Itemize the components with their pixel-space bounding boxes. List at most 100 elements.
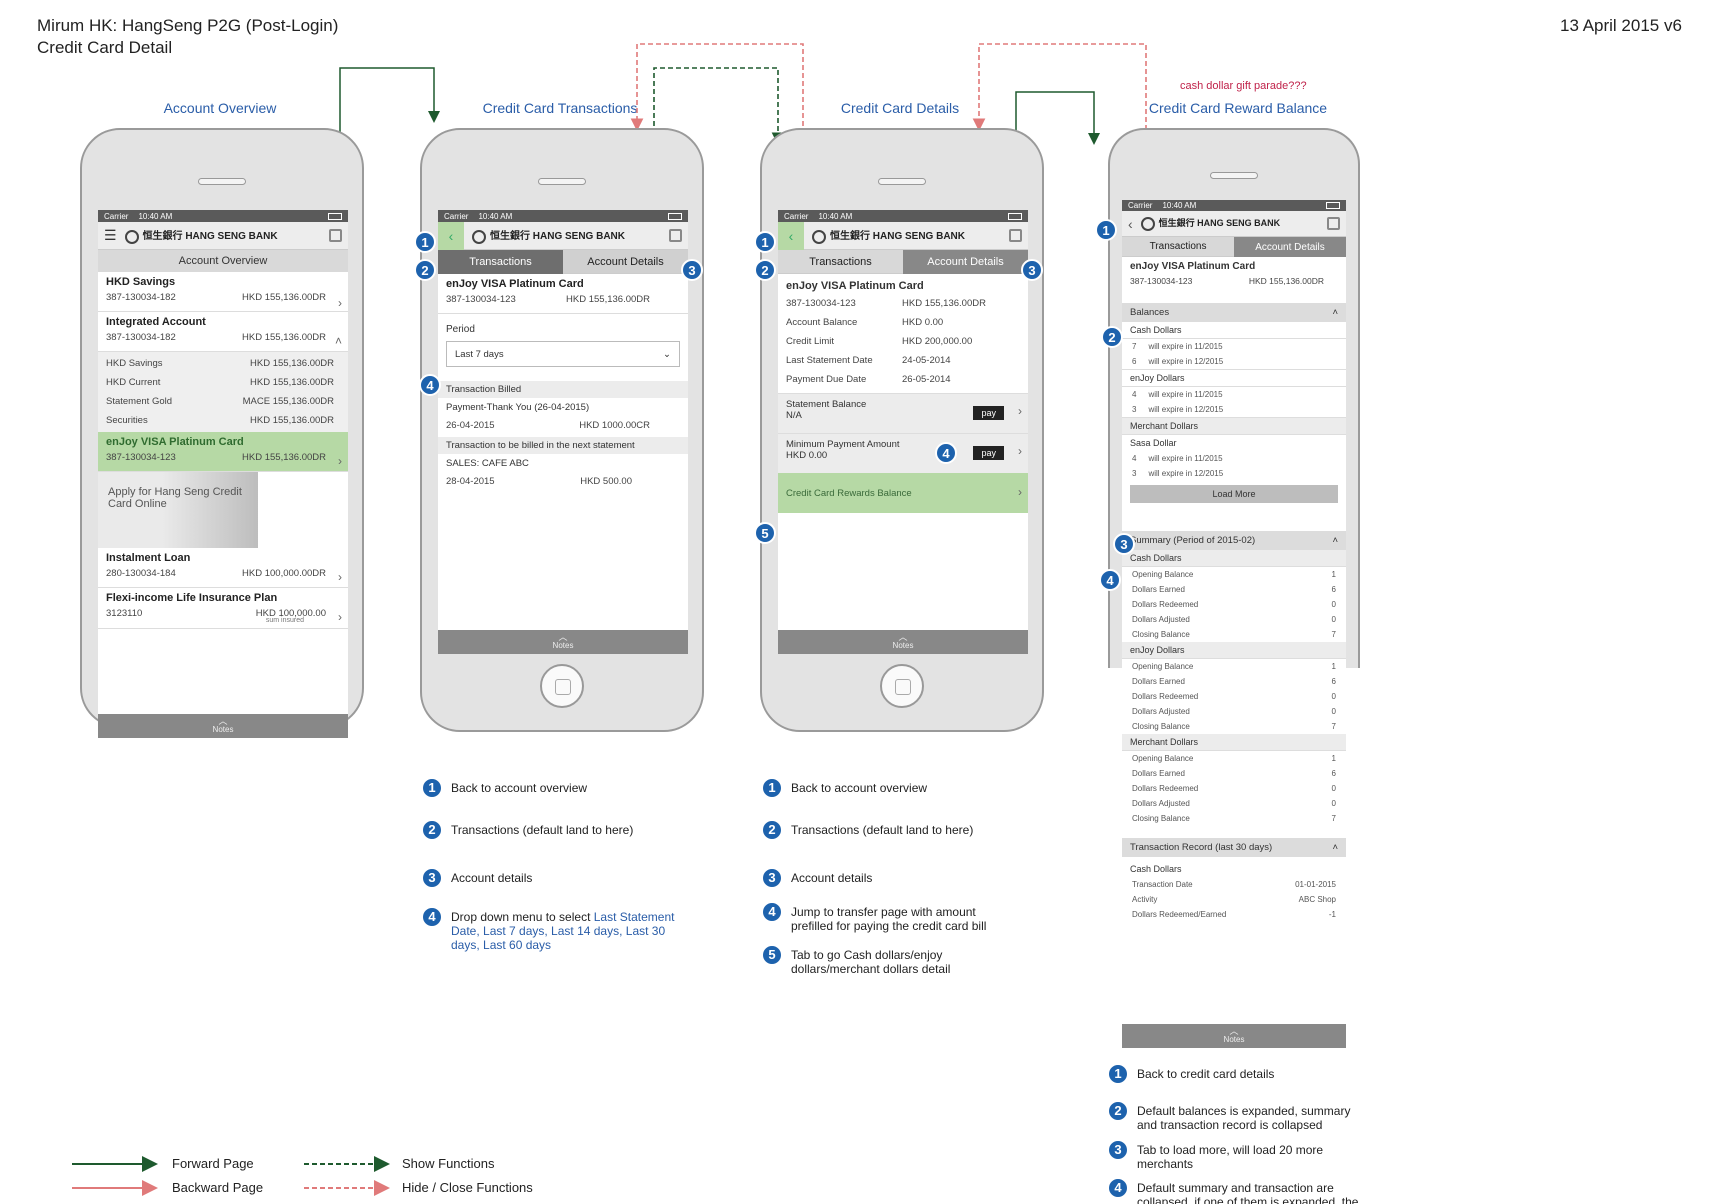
bank-name: 恒生銀行 HANG SENG BANK (490, 231, 626, 243)
detail-value: HKD 0.00 (902, 317, 944, 328)
summary-value: 0 (1331, 692, 1336, 701)
card-name: enJoy VISA Platinum Card (786, 280, 924, 292)
card-name: enJoy VISA Platinum Card (106, 436, 244, 448)
detail-label: Credit Limit (786, 336, 835, 347)
annotation-badge: 2 (421, 819, 443, 841)
pay-button[interactable]: pay (973, 406, 1004, 420)
pay-button[interactable]: pay (973, 446, 1004, 460)
carrier-label: Carrier (1128, 201, 1153, 210)
callout-badge: 4 (419, 374, 441, 396)
back-icon[interactable]: ‹ (1128, 215, 1133, 232)
billed-transaction: Payment-Thank You (26-04-2015)26-04-2015… (438, 398, 688, 437)
balance-group-name: Cash Dollars (1122, 322, 1346, 339)
tab-account-details[interactable]: Account Details (563, 250, 688, 274)
record-group-name: Cash Dollars (1130, 864, 1182, 874)
chevron-right-icon: › (338, 570, 342, 584)
sub-account-name: HKD Savings (106, 358, 163, 369)
screen4-title: Credit Card Reward Balance (1148, 100, 1328, 116)
detail-value: HKD 155,136.00DR (902, 298, 986, 309)
callout-badge: 3 (1021, 259, 1043, 281)
record-header[interactable]: Transaction Record (last 30 days)˄ (1122, 838, 1346, 857)
notes-bar[interactable]: Notes (778, 630, 1028, 654)
period-dropdown[interactable]: Last 7 days⌄ (446, 341, 680, 367)
load-more-button[interactable]: Load More (1130, 485, 1338, 503)
bank-name: 恒生銀行 HANG SENG BANK (142, 231, 278, 243)
balances-header[interactable]: Balances˄ (1122, 303, 1346, 322)
annotation-text: Back to credit card details (1137, 1067, 1274, 1081)
back-icon[interactable]: ‹ (778, 221, 804, 250)
record-value: -1 (1328, 910, 1336, 919)
balance-group-name: Merchant Dollars (1122, 418, 1346, 435)
chevron-right-icon: › (338, 610, 342, 624)
tab-account-details[interactable]: Account Details (1234, 237, 1346, 257)
screen2-title: Credit Card Transactions (482, 100, 638, 116)
summary-header[interactable]: Summary (Period of 2015-02)˄ (1122, 531, 1346, 550)
transaction-amount: HKD 500.00 (580, 476, 632, 487)
annotation-label: Transactions (default land to here) (791, 823, 974, 837)
min-payment-row: Minimum Payment Amount HKD 0.00 pay › (778, 433, 1028, 473)
card-name: enJoy VISA Platinum Card (446, 278, 584, 290)
tab-transactions[interactable]: Transactions (778, 250, 903, 274)
summary-value: 7 (1331, 814, 1336, 823)
summary-label: Closing Balance (1132, 722, 1190, 731)
account-amount: HKD 155,136.00DR (242, 332, 326, 343)
notes-bar[interactable]: Notes (98, 714, 348, 738)
summary-row: Dollars Adjusted 0 (1122, 704, 1346, 719)
summary-label: Dollars Adjusted (1132, 707, 1190, 716)
legend-backward: Backward Page (172, 1180, 264, 1195)
annotation-text: Drop down menu to select Last Statement … (451, 910, 681, 952)
card-no: 387-130034-123 (1130, 276, 1193, 286)
lock-icon[interactable] (329, 229, 342, 242)
lock-icon[interactable] (1009, 229, 1022, 242)
loan-name: Instalment Loan (106, 552, 191, 564)
tab-transactions[interactable]: Transactions (1122, 237, 1234, 257)
back-icon[interactable]: ‹ (438, 221, 464, 250)
loan-amount: HKD 100,000.00DR (242, 568, 326, 579)
annotation-item: 1 Back to credit card details (1107, 1063, 1367, 1085)
notes-bar[interactable]: Notes (438, 630, 688, 654)
menu-icon[interactable]: ☰ (104, 227, 117, 243)
tab-account-details[interactable]: Account Details (903, 250, 1028, 274)
balance-expiry: will expire in 11/2015 (1148, 390, 1223, 399)
chevron-down-icon: ⌄ (663, 348, 671, 360)
detail-label: Last Statement Date (786, 355, 873, 366)
notes-bar[interactable]: Notes (1122, 1024, 1346, 1048)
lock-icon[interactable] (669, 229, 682, 242)
tab-bar: Transactions Account Details (1122, 237, 1346, 257)
detail-value: HKD 200,000.00 (902, 336, 973, 347)
summary-label: Opening Balance (1132, 662, 1194, 671)
summary-value: 0 (1331, 707, 1336, 716)
credit-card-banner[interactable]: Apply for Hang Seng Credit Card Online (98, 472, 258, 548)
annotation-label: Jump to transfer page with amount prefil… (791, 905, 987, 933)
lock-icon[interactable] (1327, 217, 1340, 230)
rewards-balance-link[interactable]: Credit Card Rewards Balance› (778, 473, 1028, 513)
tab-transactions[interactable]: Transactions (438, 250, 563, 274)
annotation-badge: 1 (1107, 1063, 1129, 1085)
battery-icon (668, 212, 682, 220)
annotation-label: Back to credit card details (1137, 1067, 1275, 1081)
balance-count: 4 (1132, 390, 1137, 399)
